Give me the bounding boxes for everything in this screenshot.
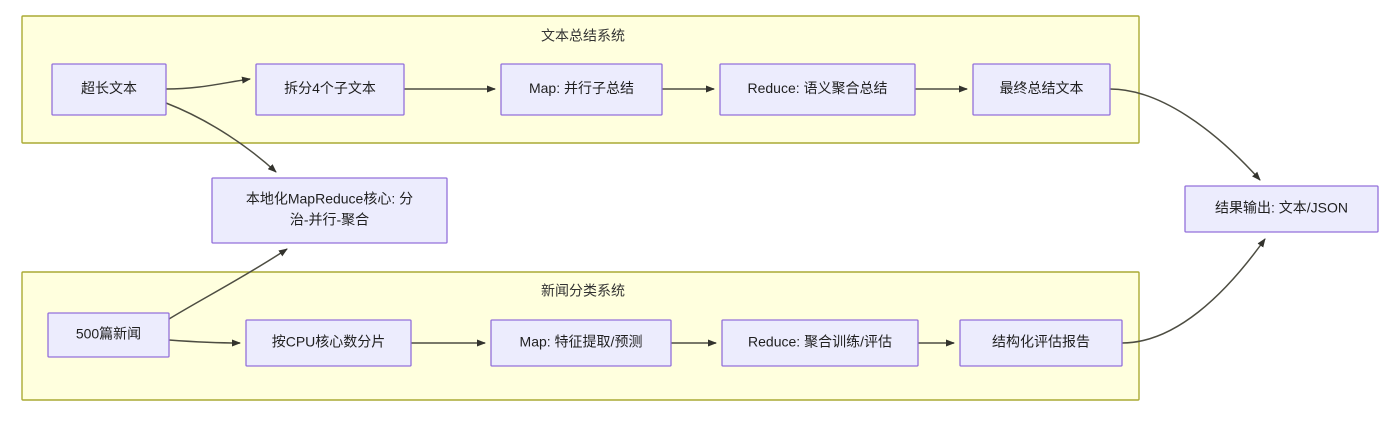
node-label-line: 最终总结文本 [1000,80,1084,96]
node-final-summary-text[interactable]: 最终总结文本 [972,63,1111,116]
node-box[interactable] [255,63,405,116]
edge-report-to-output [1121,238,1266,344]
node-box[interactable] [245,319,412,367]
node-box[interactable] [719,63,916,116]
edge-final-to-output [1109,88,1261,181]
node-structured-eval-report[interactable]: 结构化评估报告 [959,319,1123,367]
node-box[interactable] [47,312,170,358]
node-long-text[interactable]: 超长文本 [51,63,167,116]
node-box[interactable] [490,319,672,367]
node-label-line: Map: 特征提取/预测 [520,334,643,350]
node-label-line: Reduce: 聚合训练/评估 [748,334,892,350]
edge-500-news-to-core [168,248,288,320]
node-map-feature-extract-predict[interactable]: Map: 特征提取/预测 [490,319,672,367]
node-label-line: 500篇新闻 [76,326,141,342]
node-500-news[interactable]: 500篇新闻 [47,312,170,358]
node-reduce-aggregate-train-eval[interactable]: Reduce: 聚合训练/评估 [721,319,919,367]
nodes-layer: 超长文本 拆分4个子文本 Map: 并行子总结 Reduce: 语义聚合总结 最终总结文… [47,63,1379,367]
node-split-4-subtexts[interactable]: 拆分4个子文本 [255,63,405,116]
edge-long-text-to-split [165,76,251,90]
node-label-line: 超长文本 [81,80,137,96]
node-result-output[interactable]: 结果输出: 文本/JSON [1184,185,1379,233]
node-label-line: 拆分4个子文本 [284,80,376,96]
node-map-parallel-summary[interactable]: Map: 并行子总结 [500,63,663,116]
node-label-line: 结构化评估报告 [992,334,1090,350]
node-shard-by-cpu-cores[interactable]: 按CPU核心数分片 [245,319,412,367]
node-label-line: 按CPU核心数分片 [272,334,386,350]
node-box[interactable] [500,63,663,116]
cluster-title: 文本总结系统 [541,28,625,44]
node-box[interactable] [211,177,448,244]
node-box[interactable] [959,319,1123,367]
node-reduce-semantic-aggregate[interactable]: Reduce: 语义聚合总结 [719,63,916,116]
edge-long-text-to-core [165,102,277,173]
node-label-line: Map: 并行子总结 [529,80,634,96]
node-box[interactable] [1184,185,1379,233]
cluster-title: 新闻分类系统 [541,283,625,299]
edges-layer [165,76,1266,347]
node-label-line: Reduce: 语义聚合总结 [747,80,887,96]
node-box[interactable] [972,63,1111,116]
node-label-line: 本地化MapReduce核心: 分 [246,191,413,207]
node-label-line: 结果输出: 文本/JSON [1215,200,1348,216]
edge-500-news-to-shard [168,339,241,347]
node-label-line: 治-并行-聚合 [290,212,369,228]
node-box[interactable] [51,63,167,116]
node-mapreduce-core[interactable]: 本地化MapReduce核心: 分治-并行-聚合 [211,177,448,244]
node-box[interactable] [721,319,919,367]
